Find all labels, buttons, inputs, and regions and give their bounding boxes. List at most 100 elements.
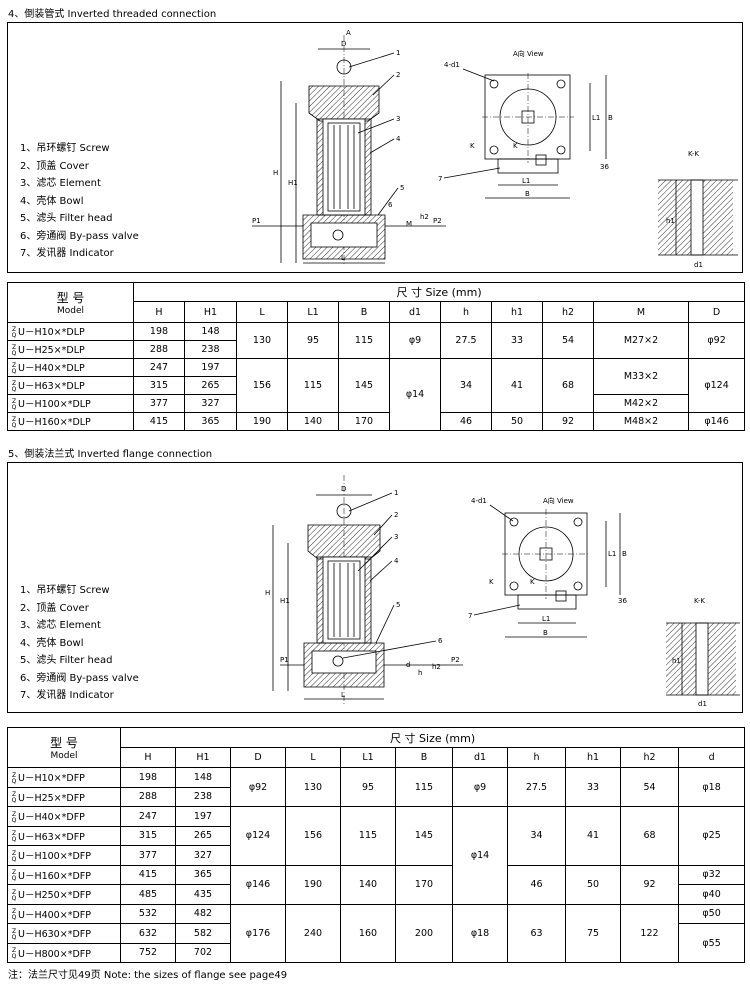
legend-item-element: 3、滤芯 Element [20,178,101,189]
kk-d1: d1 [694,261,703,269]
cell-d: φ124 [687,358,746,413]
callout-1: 1 [394,489,398,497]
cell-l: 130 [236,322,288,359]
cell-small-h1: 50 [491,412,543,431]
footnote: 注：法兰尺寸见49页 Note: the sizes of flange see… [8,970,288,981]
holes-4-d1: 4-d1 [444,61,460,69]
cell-h: 198 [133,322,185,341]
callout-5: 5 [396,601,400,609]
cell-small-h: 63 [507,903,566,963]
dim-h2: h2 [432,663,441,671]
dim-h: H [273,169,278,177]
dim-l1-vert: L1 [592,114,600,122]
cell-d1: φ9 [452,767,508,807]
callout-5: 5 [400,184,404,192]
cell-h1: 435 [175,884,231,905]
col-h1: H1 [175,747,231,768]
col-small-h: h [507,747,566,768]
section-1-drawing-frame: 1、吊环螺钉 Screw 2、顶盖 Cover 3、滤芯 Element 4、壳… [7,22,743,273]
cell-h: 485 [120,884,176,905]
legend-item-cover: 2、顶盖 Cover [20,602,89,614]
cell-h1: 327 [184,394,237,413]
col-d1: d1 [389,301,441,323]
cell-small-d: φ32 [677,864,746,885]
cell-d: φ124 [230,806,286,866]
col-small-h2: h2 [542,301,594,323]
cell-small-h1: 41 [491,358,543,413]
cell-b: 115 [338,322,390,359]
cell-h: 198 [120,767,176,788]
col-h: H [133,301,185,323]
dim-small-h: h [418,669,422,677]
cell-h: 247 [133,358,185,377]
cell-h: 415 [133,412,185,431]
callout-2: 2 [394,511,398,519]
cell-small-h1: 41 [565,806,621,866]
cell-h: 532 [120,903,176,924]
cell-h: 632 [120,923,176,944]
model-header: 型 号 Model [7,282,134,323]
cell-small-h2: 122 [620,903,679,963]
dim-l1-horiz: L1 [542,615,550,623]
cell-b: 145 [338,358,390,413]
col-l1: L1 [287,301,339,323]
cell-h1: 197 [175,806,231,827]
col-l1: L1 [340,747,396,768]
cell-small-h2: 92 [620,864,679,905]
port-p2: P2 [451,656,460,664]
cell-d: φ92 [230,767,286,807]
cell-b: 145 [395,806,453,866]
cell-small-h2: 92 [542,412,594,431]
cell-h1: 265 [175,825,231,846]
cell-l: 240 [285,903,341,963]
legend-item-bowl: 4、壳体 Bowl [20,195,84,207]
callout-2: 2 [396,71,400,79]
dim-m: M [406,220,412,228]
callout-3: 3 [396,115,400,123]
cell-h1: 582 [175,923,231,944]
cell-small-d: φ55 [677,923,746,963]
section-1-technical-drawing: D A H H1 L P1 [252,29,738,269]
size-header: 尺 寸 Size (mm) [132,282,746,302]
cell-h1: 148 [175,767,231,788]
cell-h1: 148 [184,322,237,341]
cell-b: 170 [338,412,390,431]
section-k-left: K [489,578,494,586]
callout-3: 3 [394,533,398,541]
cell-d: φ146 [230,864,286,905]
col-small-h2: h2 [620,747,679,768]
cell-d: φ146 [687,412,746,431]
cell-l: 156 [236,358,288,413]
cell-h1: 238 [184,340,237,359]
dim-b-horiz: B [525,190,530,198]
legend-item-bypass-valve: 6、旁通阀 By-pass valve [20,672,139,684]
cell-small-h: 46 [507,864,566,905]
callout-1: 1 [396,49,400,57]
cell-small-h2: 54 [542,322,594,359]
cell-h: 752 [120,942,176,963]
legend-item-bowl: 4、壳体 Bowl [20,637,84,649]
cell-l: 190 [285,864,341,905]
callout-4: 4 [394,557,399,565]
cell-l1: 140 [287,412,339,431]
view-a-label: A向 View [543,496,574,505]
cell-small-h: 27.5 [507,767,566,807]
